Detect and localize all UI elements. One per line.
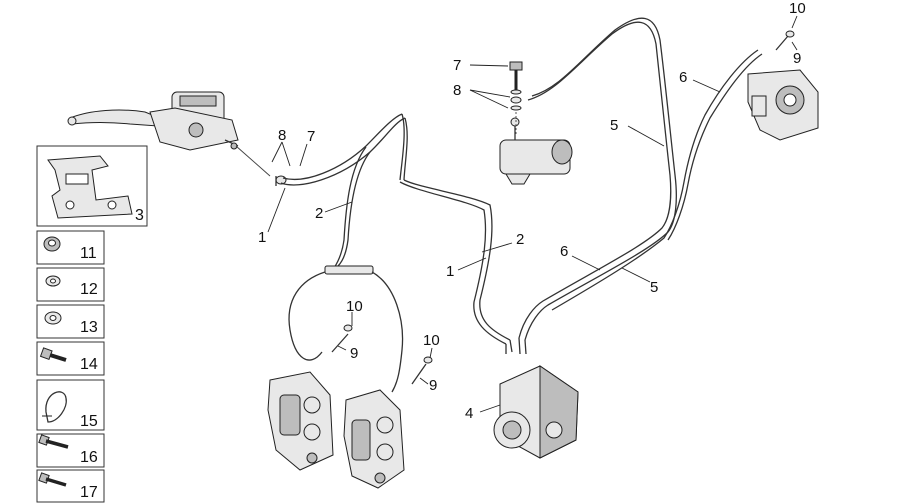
callout-7-front: 7 <box>307 128 315 145</box>
legend-label-3: 3 <box>135 207 144 224</box>
callout-5-rear-line: 5 <box>610 117 618 134</box>
front-right-caliper <box>343 389 405 489</box>
front-left-caliper <box>267 371 334 471</box>
legend-label-15: 15 <box>80 413 98 430</box>
callout-10-rear: 10 <box>789 0 806 17</box>
legend-label-16: 16 <box>80 449 98 466</box>
callout-8-rear: 8 <box>453 82 461 99</box>
callout-7-rear: 7 <box>453 57 461 74</box>
callout-1-abs-line: 1 <box>446 263 454 280</box>
front-brake-lines <box>235 113 511 393</box>
bleeder-set-rear <box>775 30 795 51</box>
callout-6-abs-line: 6 <box>560 243 568 260</box>
callout-2-left-hose: 2 <box>315 205 323 222</box>
callout-4-abs-unit: 4 <box>465 405 473 422</box>
callout-8-front: 8 <box>278 127 286 144</box>
legend-box-17: 17 <box>36 469 105 503</box>
legend-box-16: 16 <box>36 433 105 468</box>
callout-5-abs-line: 5 <box>650 279 658 296</box>
legend-box-14: 14 <box>36 341 105 376</box>
legend-label-13: 13 <box>80 319 98 336</box>
callout-labels: 1 2 8 7 1 2 8 7 5 6 5 6 4 10 9 10 9 10 9 <box>258 0 806 422</box>
brake-lever <box>69 109 161 127</box>
callout-10-front-left: 10 <box>346 298 363 315</box>
callout-6-rear-line: 6 <box>679 69 687 86</box>
legend-box-bracket: 3 <box>36 145 148 227</box>
legend-label-17: 17 <box>80 484 98 501</box>
bleeder-set-front-left <box>331 324 353 353</box>
legend-box-12: 12 <box>36 267 105 302</box>
legend-panel: 3 11 12 13 14 <box>36 145 148 503</box>
callout-2-abs-line: 2 <box>516 231 524 248</box>
leader-lines <box>267 15 798 413</box>
legend-box-13: 13 <box>36 304 105 339</box>
legend-label-14: 14 <box>80 356 98 373</box>
banjo-bolt <box>509 61 523 71</box>
callout-9-front-left: 9 <box>350 345 358 362</box>
legend-label-12: 12 <box>80 281 98 298</box>
legend-label-11: 11 <box>80 245 97 262</box>
rear-master-cylinder <box>499 61 573 185</box>
legend-box-11: 11 <box>36 230 105 265</box>
front-master-cylinder <box>67 91 239 151</box>
rear-brake-lines <box>505 17 763 355</box>
abs-hydraulic-unit <box>493 365 579 459</box>
legend-box-15: 15 <box>36 379 105 431</box>
rear-caliper <box>747 69 819 141</box>
callout-9-front-right: 9 <box>429 377 437 394</box>
callout-10-front-right: 10 <box>423 332 440 349</box>
bleeder-set-front-right <box>411 356 433 385</box>
callout-9-rear: 9 <box>793 50 801 67</box>
callout-1-master-cylinder: 1 <box>258 229 266 246</box>
